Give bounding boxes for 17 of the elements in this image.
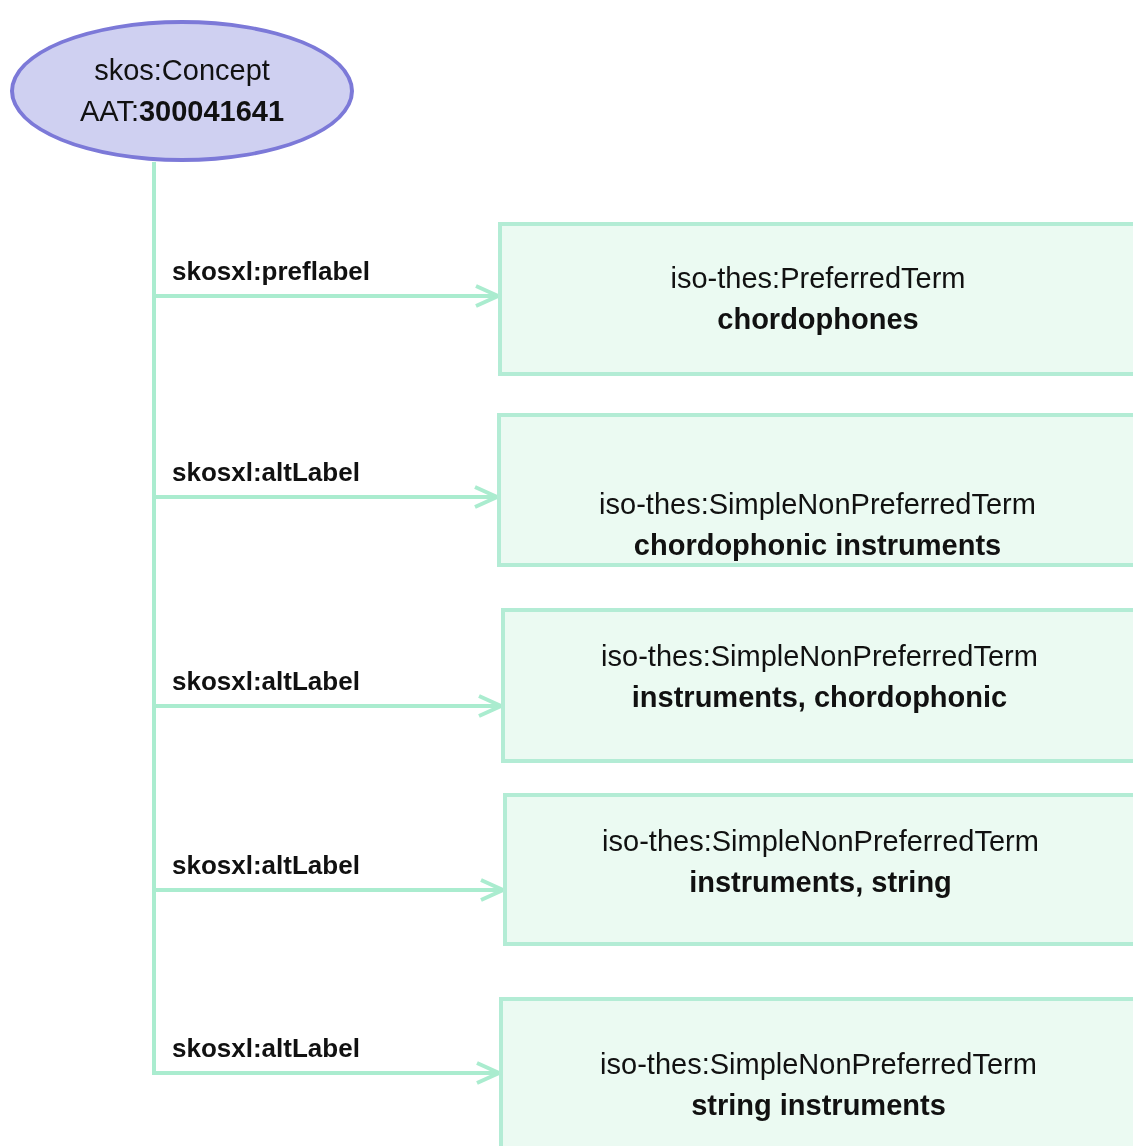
node-value: instruments, string <box>689 865 952 900</box>
node-title: iso-thes:SimpleNonPreferredTerm <box>599 487 1036 522</box>
node-value: string instruments <box>691 1088 946 1123</box>
term-box <box>499 997 1133 1146</box>
term-box <box>498 222 1133 376</box>
node-value: chordophonic instruments <box>633 528 1002 563</box>
node-title: iso-thes:PreferredTerm <box>670 261 966 296</box>
node-value: instruments, chordophonic <box>631 680 1008 715</box>
node-value: chordophones <box>717 302 919 337</box>
node-title: iso-thes:SimpleNonPreferredTerm <box>602 824 1039 859</box>
term-box <box>497 413 1133 567</box>
term-box <box>503 793 1133 946</box>
node-title: iso-thes:SimpleNonPreferredTerm <box>600 1047 1037 1082</box>
node-title: skos:Concept <box>94 53 270 88</box>
node-value: AAT:300041641 <box>79 94 285 129</box>
term-box <box>501 608 1133 763</box>
node-title: iso-thes:SimpleNonPreferredTerm <box>601 639 1038 674</box>
